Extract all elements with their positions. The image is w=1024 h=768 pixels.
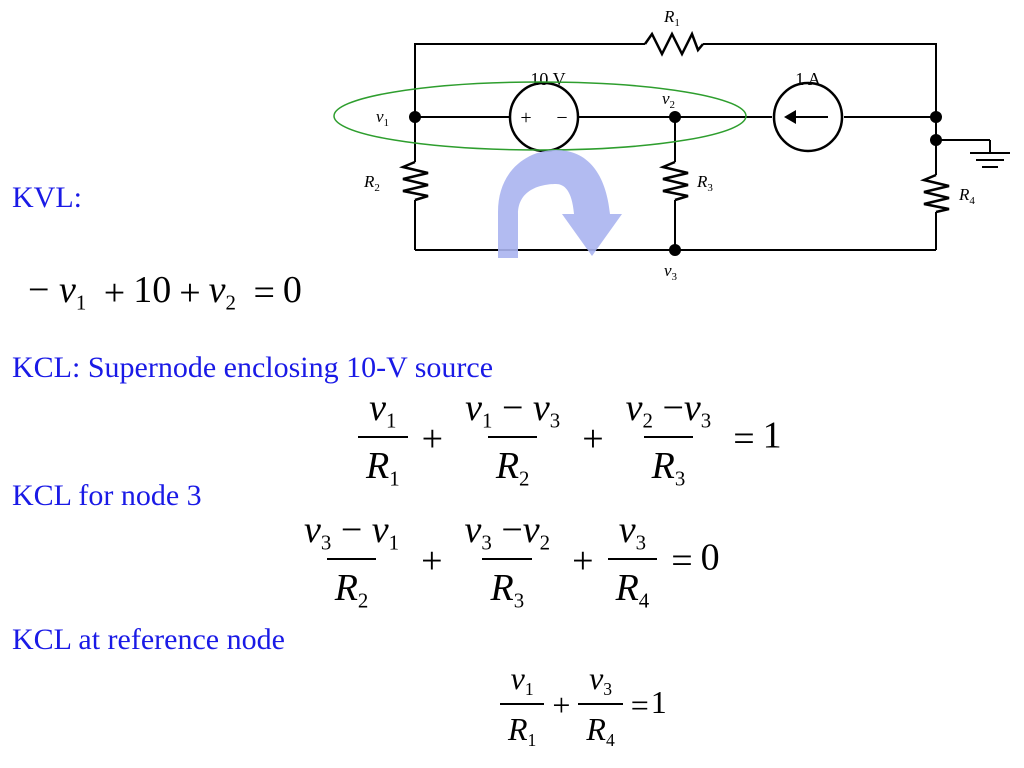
supernode-heading: KCL: Supernode enclosing 10-V source bbox=[12, 351, 494, 384]
node-v3-label: v3 bbox=[664, 261, 678, 283]
kvl-heading: KVL: bbox=[12, 181, 82, 214]
resistor-r3 bbox=[658, 160, 689, 202]
fraction: v1 R1 bbox=[500, 660, 545, 751]
node3-heading: KCL for node 3 bbox=[12, 479, 202, 512]
resistor-r4 bbox=[919, 173, 950, 214]
r3-label: R3 bbox=[696, 172, 713, 194]
fraction: v3 − v1 R2 bbox=[304, 509, 400, 613]
fraction: v3 −v2 R3 bbox=[464, 509, 551, 613]
r2-label: R2 bbox=[363, 172, 380, 194]
resistor-r2 bbox=[398, 160, 429, 202]
fraction: v2 −v3 R3 bbox=[625, 387, 712, 491]
vsrc-minus: − bbox=[556, 107, 567, 129]
vsrc-value-label: 10 V bbox=[530, 69, 565, 89]
circuit-nodes bbox=[409, 111, 942, 256]
kvl-equation: − v1 +10+v2 =0 bbox=[28, 269, 302, 315]
fraction: v1 − v3 R2 bbox=[465, 387, 561, 491]
node-v1-label: v1 bbox=[376, 107, 389, 129]
resistor-r1 bbox=[643, 30, 704, 57]
reference-equation: v1 R1 + v3 R4 =1 bbox=[494, 660, 667, 751]
node3-equation: v3 − v1 R2 + v3 −v2 R3 + v3 R4 =0 bbox=[290, 508, 720, 614]
voltage-source-icon bbox=[508, 81, 580, 153]
vsrc-plus: + bbox=[520, 107, 531, 129]
r1-label: R1 bbox=[663, 7, 680, 29]
circuit-diagram: + − 10 V 1 A v1 v2 v3 R1 R2 R3 R4 bbox=[333, 7, 1010, 283]
fraction: v1 R1 bbox=[358, 386, 408, 492]
isrc-value-label: 1 A bbox=[795, 69, 821, 89]
node-v2-label: v2 bbox=[662, 89, 675, 111]
supernode-ellipse bbox=[333, 81, 747, 151]
current-arrow-icon bbox=[784, 110, 828, 124]
supernode-equation: v1 R1 + v1 − v3 R2 + v2 −v3 R3 =1 bbox=[352, 386, 782, 492]
loop-arrow-icon bbox=[498, 150, 622, 258]
fraction: v3 R4 bbox=[578, 660, 623, 751]
r4-label: R4 bbox=[958, 185, 975, 207]
ground-icon bbox=[970, 152, 1010, 168]
reference-heading: KCL at reference node bbox=[12, 623, 285, 656]
fraction: v3 R4 bbox=[607, 508, 658, 614]
